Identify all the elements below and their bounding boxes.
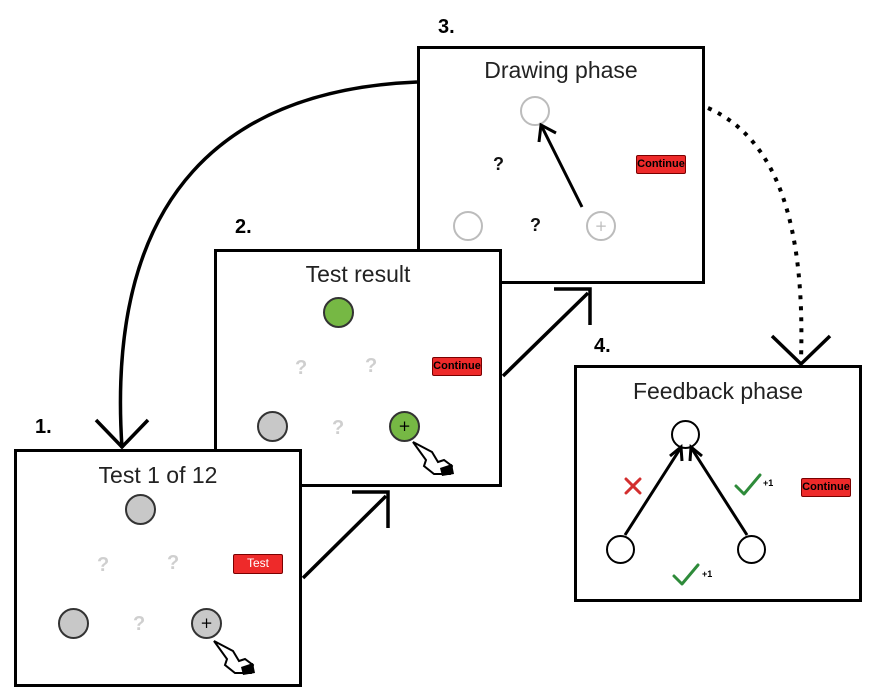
arrow-step2-to-step3 — [501, 291, 590, 378]
hand-pointer-icon — [412, 441, 454, 476]
question-mark: ? — [530, 215, 541, 235]
node-right[interactable]: + — [389, 411, 420, 442]
node-top[interactable] — [125, 494, 156, 525]
continue-button[interactable]: Continue — [636, 155, 686, 174]
drawn-arrow-icon — [537, 122, 584, 208]
panel-title: Feedback phase — [632, 378, 804, 404]
question-mark: ? — [167, 552, 180, 574]
node-top[interactable] — [671, 420, 700, 449]
node-right[interactable]: + — [191, 608, 222, 639]
question-mark: ? — [332, 417, 345, 439]
node-top[interactable] — [520, 96, 550, 126]
panel-drawing-phase: Drawing phase + ? ? Continue — [417, 46, 705, 284]
score-label: +1 — [702, 569, 713, 579]
continue-button[interactable]: Continue — [801, 478, 851, 497]
step-number-3: 3. — [438, 16, 455, 38]
arrow-step1-to-step2 — [301, 494, 388, 580]
step-number-4: 4. — [594, 335, 611, 357]
arrow-step3-to-step4-head — [770, 334, 832, 367]
node-right[interactable]: + — [586, 211, 616, 241]
question-mark: ? — [365, 355, 378, 377]
continue-button[interactable]: Continue — [432, 357, 482, 376]
panel-feedback-phase: Feedback phase +1 +1 Continue — [574, 365, 862, 602]
node-right[interactable] — [737, 535, 766, 564]
hand-pointer-icon — [213, 640, 255, 675]
question-mark: ? — [295, 357, 308, 379]
arrow-step2-to-step3-head — [554, 287, 592, 325]
panel-title: Drawing phase — [484, 57, 638, 83]
panel-title: Test 1 of 12 — [98, 462, 218, 488]
feedback-arrows-icon — [623, 444, 749, 536]
question-mark: ? — [133, 613, 146, 635]
node-left[interactable] — [257, 411, 288, 442]
red-x-icon — [624, 477, 642, 495]
step-number-1: 1. — [35, 416, 52, 438]
arrow-step3-to-step4 — [707, 106, 804, 361]
panel-test: Test 1 of 12 + ? ? ? Test — [14, 449, 302, 687]
step-number-2: 2. — [235, 216, 252, 238]
node-top[interactable] — [323, 297, 354, 328]
node-left[interactable] — [58, 608, 89, 639]
question-mark: ? — [97, 554, 110, 576]
arrow-step3-to-step1-head — [94, 418, 150, 450]
arrow-step1-to-step2-head — [352, 490, 390, 528]
node-left[interactable] — [453, 211, 483, 241]
node-left[interactable] — [606, 535, 635, 564]
score-label: +1 — [763, 478, 774, 488]
test-button[interactable]: Test — [233, 554, 283, 574]
panel-test-result: Test result + ? ? ? Continue — [214, 249, 502, 487]
panel-title: Test result — [305, 261, 411, 287]
green-check-icon — [734, 473, 762, 496]
green-check-icon — [672, 563, 700, 586]
question-mark: ? — [493, 154, 504, 174]
